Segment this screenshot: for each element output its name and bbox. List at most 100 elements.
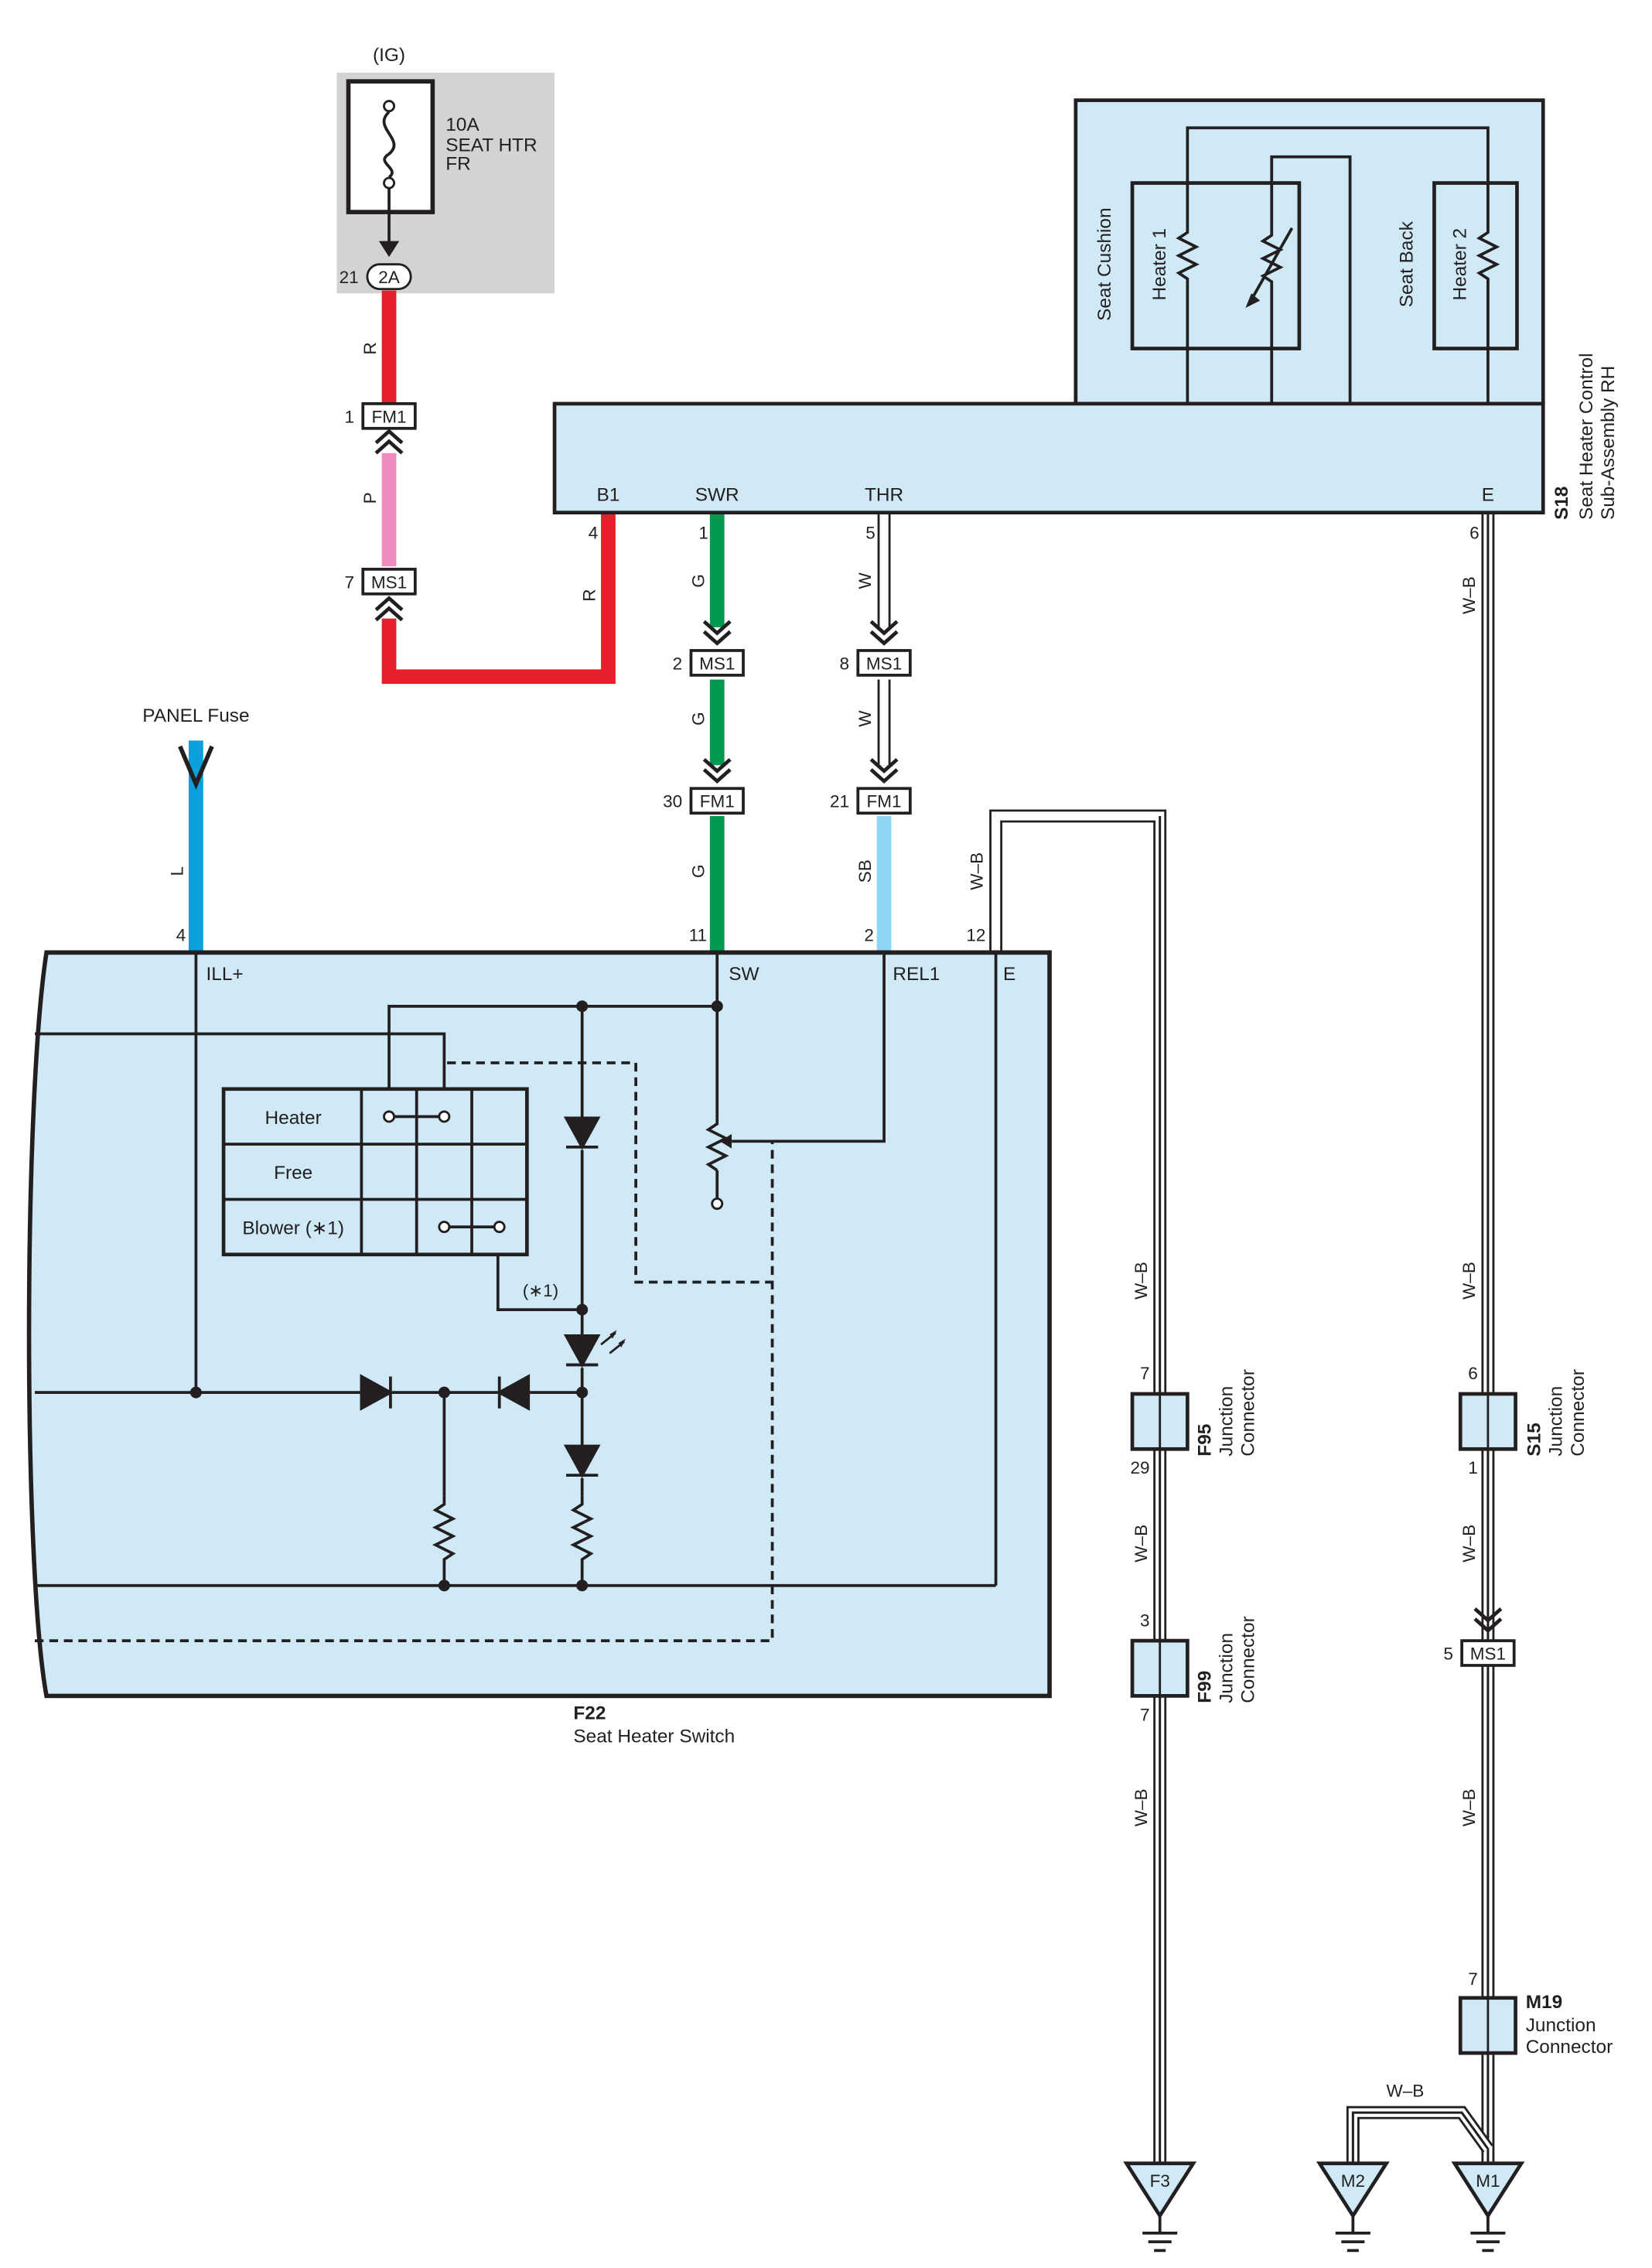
f95-pin-top: 7 [1140, 1364, 1150, 1383]
fuse-connector-label: 2A [378, 268, 400, 287]
s15-code: S15 [1524, 1423, 1544, 1456]
terminal-swr: SWR [695, 485, 739, 506]
f99-line1: Junction [1217, 1633, 1237, 1703]
connector-ms1-thr-pin: 8 [840, 654, 850, 673]
switch-dashed-links [35, 1061, 774, 1642]
s15-line2: Connector [1568, 1369, 1589, 1457]
pin-ill: 4 [176, 925, 186, 944]
pin-rel1: 2 [864, 925, 874, 944]
fuse-pin-label: 21 [340, 268, 359, 287]
component-name-f22: Seat Heater Switch [573, 1726, 735, 1747]
svg-text:FM1: FM1 [867, 792, 902, 811]
connector-ms1-fuse-pin: 7 [344, 572, 354, 592]
seat-cushion-heater-frame [1130, 181, 1302, 350]
chevron-down-icon [702, 757, 732, 784]
ground-icon [1142, 2215, 1178, 2253]
fuse-terminal-bottom [383, 176, 396, 190]
f99-line2: Connector [1238, 1616, 1259, 1703]
f95-line2: Connector [1238, 1369, 1259, 1457]
fuse-connector-pill [366, 263, 412, 291]
wire-label-w-1: W [855, 572, 875, 589]
connector-fm1-fuse-pin: 1 [344, 407, 354, 426]
wire-label-wb-f99: W–B [1131, 1525, 1151, 1563]
m19-line2: Connector [1526, 2037, 1613, 2058]
svg-text:FM1: FM1 [700, 792, 735, 811]
svg-text:MS1: MS1 [699, 654, 735, 673]
terminal-e: E [1482, 485, 1494, 506]
fuse-terminal-top [383, 100, 396, 113]
m19-pin-top: 7 [1468, 1969, 1478, 1989]
wire-wb-m2 [1346, 2106, 1493, 2178]
heater-contact-icon [383, 1110, 451, 1123]
s15-pin-bottom: 1 [1468, 1458, 1478, 1477]
diode-icon [563, 1116, 601, 1150]
ground-f3-label: F3 [1150, 2171, 1170, 2191]
diode-icon [360, 1374, 394, 1411]
s15-line1: Junction [1546, 1386, 1567, 1457]
heater1-label: Heater 1 [1149, 228, 1170, 301]
junction-connector-f99: 3 7 F99 Junction Connector [1130, 1610, 1259, 1724]
connector-fm1-thr-pin: 21 [830, 792, 849, 811]
wire-label-g-1: G [688, 574, 708, 588]
seat-heater-control-s18: Seat Cushion Heater 1 Seat Back Heater 2… [552, 98, 1619, 542]
ground-m2-label: M2 [1341, 2171, 1365, 2191]
mode-free-label: Free [274, 1163, 312, 1184]
thermistor-icon [1245, 183, 1294, 349]
diode-icon [563, 1444, 601, 1478]
ground-icon [1470, 2215, 1506, 2253]
svg-text:MS1: MS1 [371, 572, 407, 592]
junction-connector-s15: 6 1 S15 Junction Connector [1458, 1364, 1589, 1477]
mode-selector-table: Heater Free Blower (∗1) [221, 1087, 529, 1257]
control-unit-box [552, 401, 1545, 514]
connector-fm1-fuse: FM1 1 [344, 402, 417, 455]
junction-connector-m19: 7 M19 Junction Connector [1458, 1969, 1613, 2058]
component-code-s18: S18 [1551, 487, 1572, 520]
wire-label-wb-s15: W–B [1459, 1262, 1479, 1300]
pin-e-switch: 12 [966, 925, 985, 944]
wire-label-g-3: G [688, 865, 708, 879]
connector-fm1-swr-pin: 30 [663, 792, 682, 811]
connector-ms1-thr: MS1 8 [840, 620, 912, 677]
ground-f3: F3 [1123, 2161, 1197, 2253]
component-name-s18-line2: Sub-Assembly RH [1598, 366, 1619, 520]
component-name-s18-line1: Seat Heater Control [1576, 353, 1597, 520]
chevron-up-icon [374, 429, 404, 455]
f99-pin-bottom: 7 [1140, 1705, 1150, 1724]
wire-color-labels: R P R G G G W W SB L W–B W–B W–B W–B W–B… [167, 342, 1479, 2100]
resistor-icon [432, 1495, 456, 1566]
wire-label-p: P [360, 492, 380, 504]
fuse-arrow-icon [378, 241, 400, 258]
connector-ms1-ground: MS1 5 [1443, 1607, 1516, 1667]
connector-ms1-swr: MS1 2 [673, 620, 745, 677]
pin-e: 6 [1469, 523, 1480, 542]
s15-pin-top: 6 [1468, 1364, 1478, 1383]
wire-label-w-2: W [855, 710, 875, 727]
blower-contact-icon [438, 1221, 506, 1234]
switch-internal-wiring [35, 952, 998, 1587]
connector-fm1-swr: FM1 30 [663, 757, 745, 815]
heater2-label: Heater 2 [1450, 228, 1471, 301]
control-internal-wiring [1186, 126, 1490, 404]
panel-fuse-label: PANEL Fuse [142, 705, 249, 726]
connector-fm1-thr: FM1 21 [830, 757, 912, 815]
chevron-down-icon [1473, 1607, 1503, 1634]
chevron-down-icon [869, 620, 899, 646]
wire-label-sb: SB [855, 859, 875, 883]
mode-heater-label: Heater [265, 1108, 322, 1129]
wire-label-wb-m19: W–B [1459, 1789, 1479, 1827]
f95-pin-bottom: 29 [1131, 1458, 1150, 1477]
seat-cushion-label: Seat Cushion [1094, 207, 1115, 320]
heater1-resistor-icon [1175, 183, 1200, 349]
f95-line1: Junction [1217, 1386, 1237, 1457]
terminal-ill: ILL+ [206, 964, 244, 985]
wire-label-wb-f95: W–B [1131, 1262, 1151, 1300]
fuse-rating: 10A [445, 114, 480, 135]
seat-back-label: Seat Back [1396, 220, 1417, 307]
fuse-name-line1: SEAT HTR [445, 135, 537, 155]
fuse-source-label: (IG) [373, 45, 405, 66]
wire-label-wb-f3: W–B [1131, 1789, 1151, 1827]
seat-back-heater-frame [1432, 181, 1519, 350]
chevron-up-icon [374, 596, 404, 622]
pin-sw: 11 [689, 925, 707, 944]
svg-text:MS1: MS1 [866, 654, 902, 673]
